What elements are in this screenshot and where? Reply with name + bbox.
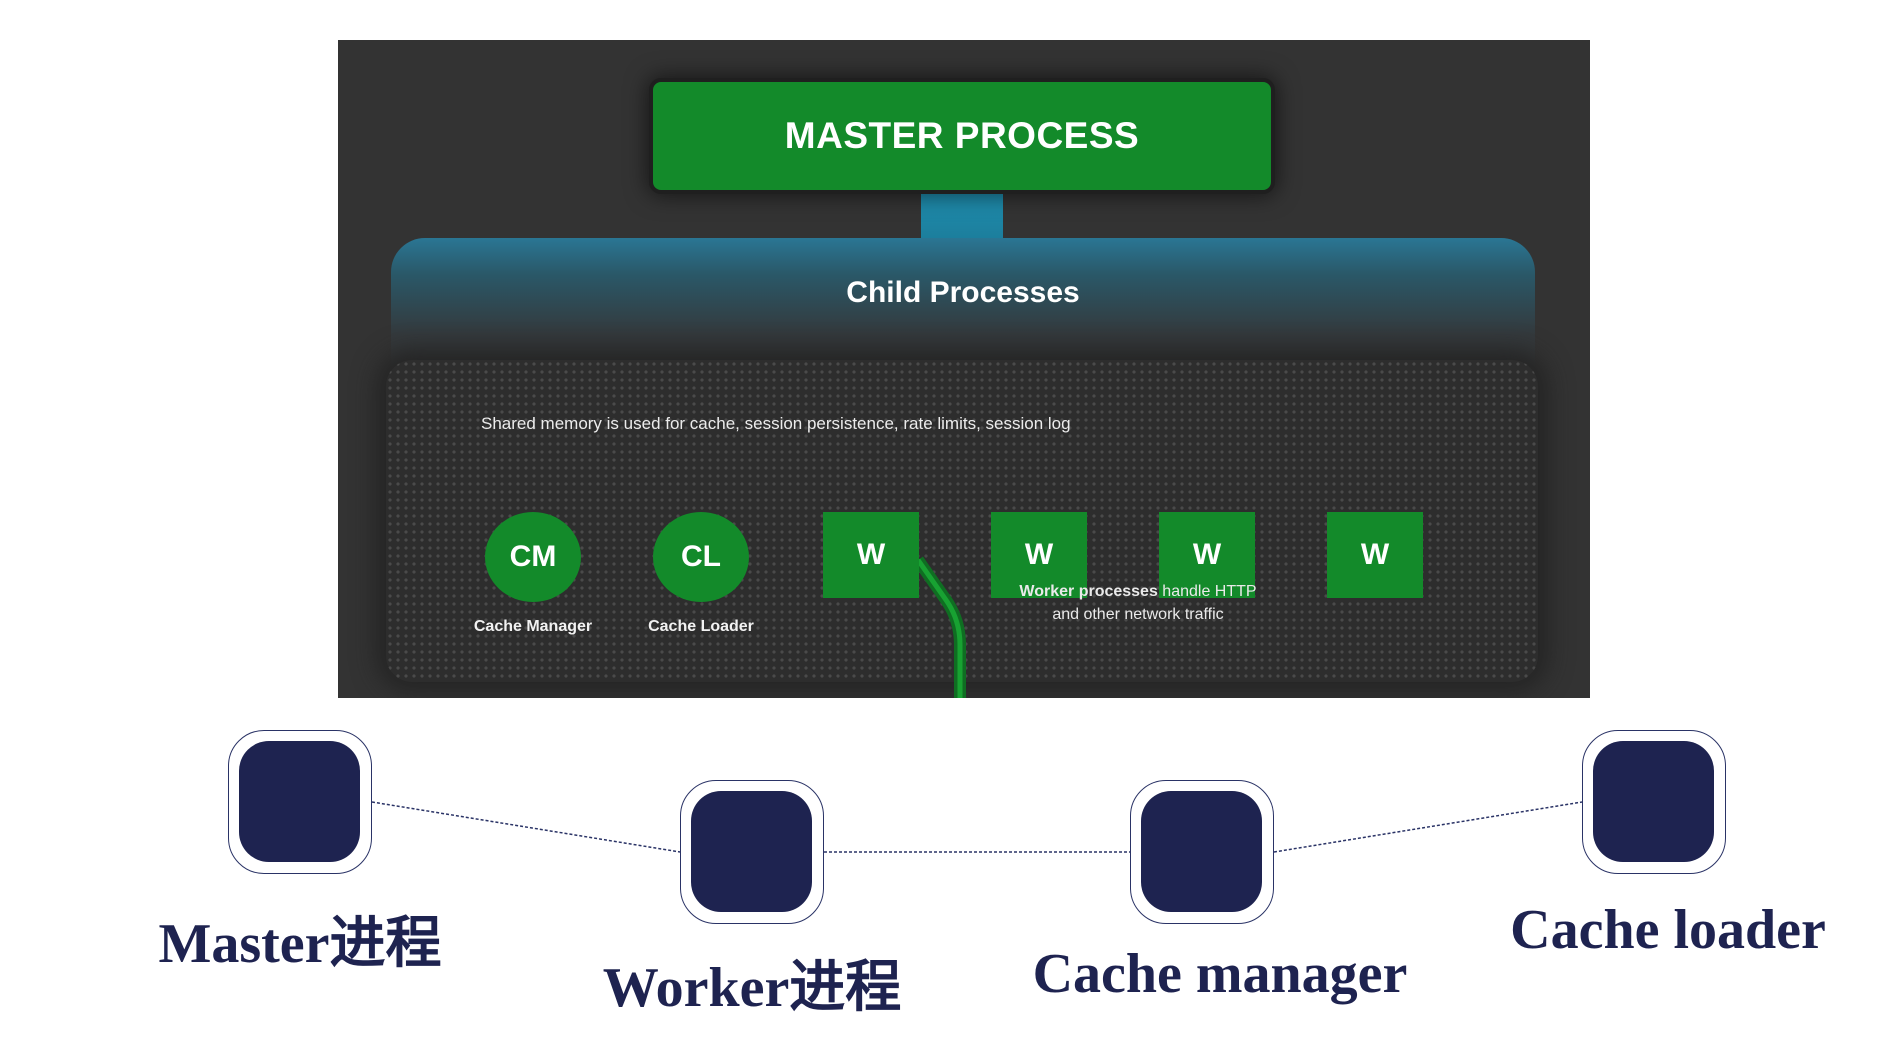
master-process-box: MASTER PROCESS — [653, 82, 1271, 190]
caption-cache-manager: Cache manager — [1032, 943, 1408, 1005]
node-square-icon — [691, 791, 812, 912]
master-process-label: MASTER PROCESS — [784, 115, 1140, 156]
node-square-icon — [1141, 791, 1262, 912]
architecture-panel: Child Processes MASTER PROCESS Shared me… — [338, 40, 1590, 698]
caption-cache-loader: Cache loader — [1510, 899, 1826, 961]
child-processes-title: Child Processes — [846, 276, 1080, 309]
timeline-node-master — [228, 730, 372, 874]
process-cache-loader: CL — [653, 512, 749, 602]
child-processes-band — [391, 238, 1535, 368]
worker-wire — [913, 556, 966, 698]
worker-processes-note: Worker processes handle HTTP and other n… — [1019, 583, 1257, 623]
timeline-node-cache-manager — [1130, 780, 1274, 924]
process-worker-1: W — [823, 512, 919, 598]
timeline-node-worker — [680, 780, 824, 924]
timeline-node-cache-loader — [1582, 730, 1726, 874]
caption-master: Master进程 — [158, 913, 442, 975]
process-worker-3: W — [1159, 512, 1255, 598]
process-cache-manager: CM — [485, 512, 581, 602]
process-worker-2: W — [991, 512, 1087, 598]
process-worker-4: W — [1327, 512, 1423, 598]
caption-worker: Worker进程 — [602, 957, 902, 1019]
node-square-icon — [1593, 741, 1714, 862]
shared-memory-note: Shared memory is used for cache, session… — [481, 414, 1071, 433]
node-square-icon — [239, 741, 360, 862]
cache-loader-caption: Cache Loader — [648, 618, 754, 635]
cache-manager-caption: Cache Manager — [473, 618, 593, 635]
